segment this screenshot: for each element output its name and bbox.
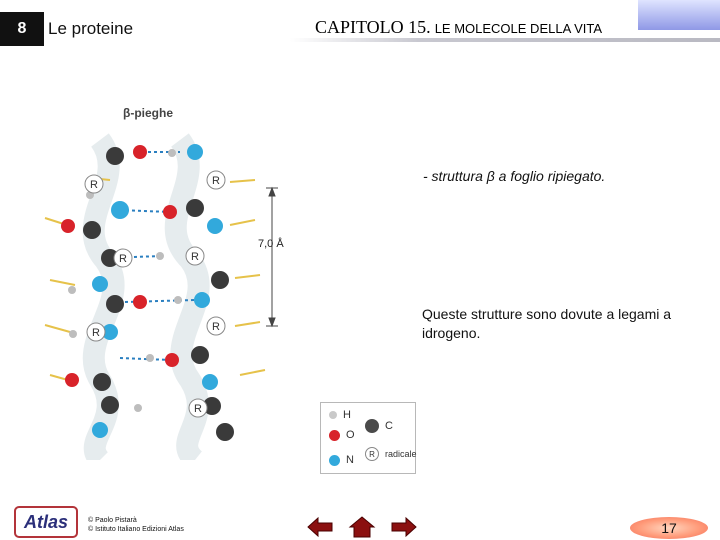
caption-hydrogen-bonds: Queste strutture sono dovute a legami a …: [422, 306, 672, 341]
credits: © Paolo Pistarà © Istituto Italiano Ediz…: [88, 516, 184, 534]
figure-title: β-pieghe: [123, 106, 173, 120]
credit-publisher: © Istituto Italiano Edizioni Atlas: [88, 526, 184, 533]
radical-label: R: [191, 251, 199, 263]
radical-label: R: [119, 253, 127, 265]
caption-structure: - struttura β a foglio ripiegato.: [423, 168, 606, 184]
legend-item-radical: R radicale: [365, 447, 417, 461]
legend-item-h: H: [329, 409, 351, 421]
home-button[interactable]: [347, 514, 377, 540]
chapter-title: CAPITOLO 15.LE MOLECOLE DELLA VITA: [315, 17, 602, 38]
radical-label: R: [92, 327, 100, 339]
chapter-badge: 8: [0, 12, 44, 46]
side-bonds: [44, 177, 266, 383]
radical-label: R: [194, 403, 202, 415]
radical-label: R: [90, 179, 98, 191]
page-number: 17: [630, 517, 708, 539]
chapter-label: CAPITOLO 15.: [315, 17, 431, 37]
legend-item-c: C: [365, 419, 393, 433]
publisher-logo: Atlas: [14, 506, 78, 538]
nitrogen-dot-icon: [329, 454, 340, 466]
atoms: [61, 144, 234, 441]
section-title: Le proteine: [48, 19, 134, 38]
radical-groups: R R R R R R R: [84, 170, 226, 418]
legend-item-n: N: [329, 454, 354, 466]
next-slide-button[interactable]: [389, 514, 419, 540]
hydrogen-dot-icon: [329, 411, 337, 419]
arrow-left-icon: [307, 516, 333, 538]
radical-label: R: [212, 321, 220, 333]
oxygen-dot-icon: [329, 429, 340, 441]
header-accent: [638, 0, 720, 30]
prev-slide-button[interactable]: [305, 514, 335, 540]
credit-author: © Paolo Pistarà: [88, 517, 137, 524]
radical-label: R: [212, 175, 220, 187]
carbon-dot-icon: [365, 419, 379, 433]
radical-icon: R: [365, 447, 379, 461]
legend-item-o: O: [329, 429, 355, 441]
home-icon: [348, 516, 376, 538]
chapter-subtitle: LE MOLECOLE DELLA VITA: [434, 21, 603, 36]
atom-legend: H O N C R radicale: [320, 402, 417, 474]
beta-sheet-illustration: R R R R R R R: [44, 133, 278, 460]
arrow-right-icon: [391, 516, 417, 538]
dimension-marker: [266, 186, 278, 328]
header-rule: [290, 38, 720, 42]
dimension-label: 7,0 Å: [258, 238, 284, 250]
